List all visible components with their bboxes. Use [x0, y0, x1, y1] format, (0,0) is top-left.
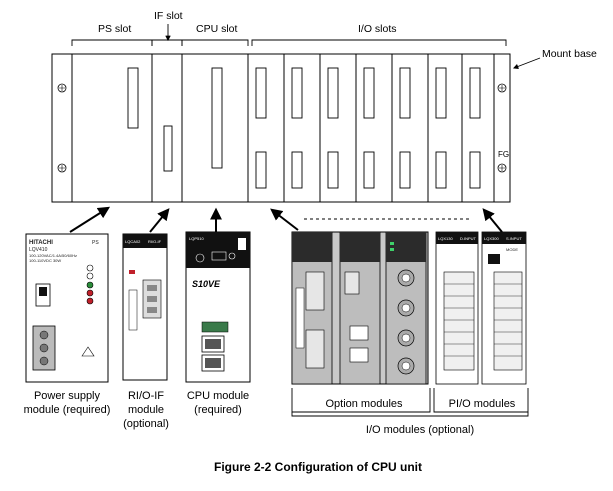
pio2-mode-mark: MODE	[506, 247, 518, 252]
io-modules-caption: I/O modules (optional)	[366, 424, 474, 436]
pio1-brand-mark: LQX130	[438, 236, 453, 241]
ps-tag-mark: PS	[92, 240, 99, 246]
ps-spec2-mark: 100-110VDC 30W	[29, 258, 61, 263]
cpu-caption-line1: CPU module	[187, 390, 249, 402]
rio-if-module: LQCA02 RI/O-IF	[122, 233, 168, 381]
rio-caption-line2: module	[128, 404, 164, 416]
power-supply-caption-line1: Power supply	[34, 390, 101, 402]
cpu-slot-label: CPU slot	[196, 23, 238, 35]
power-supply-module: HITACHI PS LQV410 100-120VAC/1.4A/50/60H…	[25, 233, 109, 383]
pio2-tag-mark: S.INPUT	[506, 236, 522, 241]
rio-brand-mark: LQCA02	[125, 239, 141, 244]
option-modules-caption: Option modules	[325, 398, 403, 410]
cpu-brand-mark: LQP510	[189, 236, 204, 241]
if-slot-label: IF slot	[154, 10, 183, 22]
fg-label: FG	[498, 150, 509, 159]
slot-brackets	[71, 24, 507, 46]
pio-modules-caption: PI/O modules	[449, 398, 516, 410]
mount-base-label: Mount base	[542, 48, 597, 60]
cpu-module: LQP510 S10VE	[185, 231, 251, 383]
mount-base	[51, 53, 511, 203]
if-slot	[151, 53, 183, 203]
ps-model-mark: LQV410	[29, 247, 48, 253]
left-bottom-screw-icon	[57, 163, 67, 173]
ps-slot	[71, 53, 153, 203]
group-brackets	[291, 388, 529, 417]
io-slots-label: I/O slots	[358, 23, 397, 35]
rio-caption-line1: RI/O-IF	[128, 390, 164, 402]
insertion-arrows	[69, 206, 503, 233]
figure-caption: Figure 2-2 Configuration of CPU unit	[214, 460, 422, 474]
cpu-slot	[181, 53, 249, 203]
power-supply-caption-line2: module (required)	[24, 404, 111, 416]
option-modules	[291, 231, 429, 385]
ps-slot-label: PS slot	[98, 23, 131, 35]
cpu-face-mark: S10VE	[192, 279, 221, 289]
pio2-brand-mark: LQX300	[484, 236, 499, 241]
right-top-screw-icon	[497, 83, 507, 93]
rio-caption-line3: (optional)	[123, 418, 169, 430]
power-led-icon	[86, 281, 94, 289]
pio1-tag-mark: D.INPUT	[460, 236, 477, 241]
pio-modules: LQX130 D.INPUT LQX300 S.INPUT MODE	[435, 231, 527, 385]
left-top-screw-icon	[57, 83, 67, 93]
cpu-caption-line2: (required)	[194, 404, 242, 416]
right-bottom-screw-icon	[497, 163, 507, 173]
rio-tag-mark: RI/O-IF	[148, 239, 162, 244]
io-slots	[247, 53, 495, 203]
warning-icon	[81, 346, 95, 357]
ps-spec1-mark: 100-120VAC/1.4A/50/60Hz	[29, 253, 77, 258]
ps-brand-mark: HITACHI	[29, 240, 53, 246]
